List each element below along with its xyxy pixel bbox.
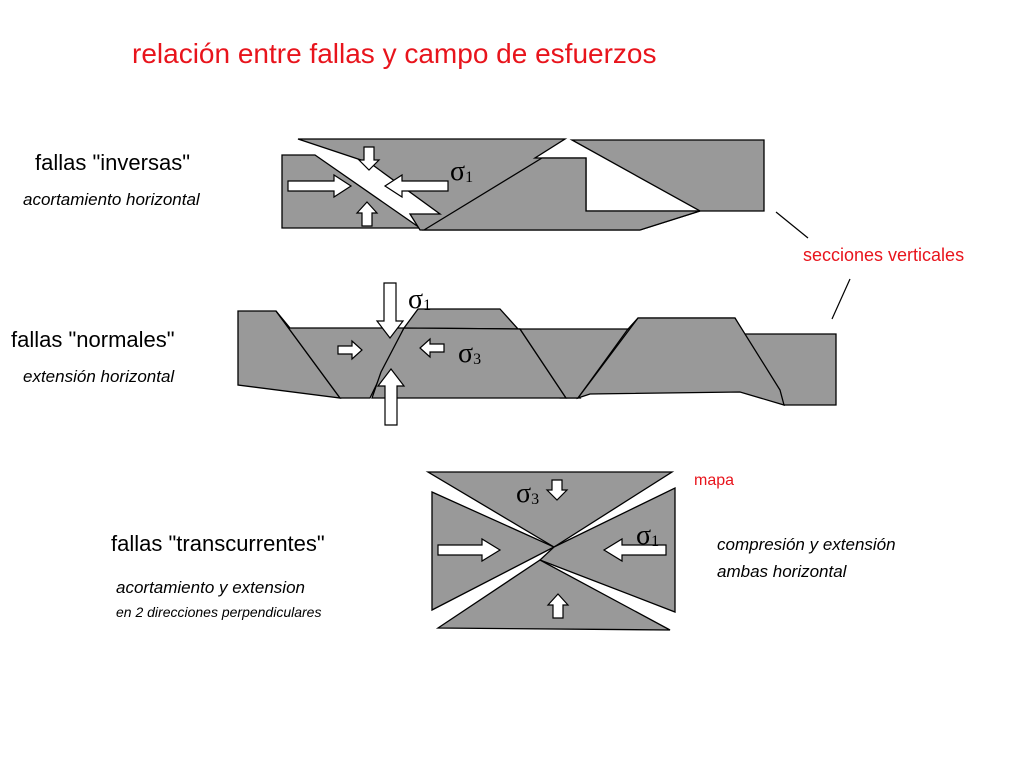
sigma-3-map-label: σ3 [516, 478, 539, 510]
sigma-symbol: σ [636, 520, 652, 551]
arrow-down-map-icon [545, 479, 569, 501]
reverse-fault-label: fallas "inversas" [35, 150, 191, 175]
sigma-index: 1 [465, 169, 474, 186]
arrow-up-map-icon [546, 593, 570, 619]
sigma-index: 3 [531, 491, 540, 508]
reverse-right-block [569, 139, 765, 212]
arrow-right-icon [287, 173, 353, 199]
map-annotation: mapa [694, 472, 735, 489]
sigma-1-label: σ1 [450, 156, 473, 188]
arrow-left-map-icon [602, 537, 667, 563]
sigma-3-normal-label: σ3 [458, 338, 481, 370]
sigma-index: 1 [423, 297, 432, 314]
sigma-symbol: σ [516, 478, 532, 509]
normal-fault-label: fallas "normales" [11, 327, 175, 352]
strike-slip-note-line1: compresión y extensión [717, 535, 896, 554]
sigma-symbol: σ [458, 338, 474, 369]
leader-line-bottom [831, 278, 851, 320]
leader-line-top [775, 211, 809, 239]
strike-slip-note-line2: ambas horizontal [717, 562, 847, 581]
sigma-symbol: σ [408, 284, 424, 315]
arrow-right-small-icon [337, 339, 363, 361]
sigma-index: 1 [651, 533, 660, 550]
arrow-down-icon [357, 146, 381, 171]
normal-fault-section [237, 308, 837, 406]
reverse-lower-right-block [421, 157, 701, 231]
arrow-down-large-icon [375, 282, 405, 339]
sigma-symbol: σ [450, 156, 466, 187]
arrow-left-small-icon [419, 337, 445, 359]
reverse-fault-section [281, 138, 765, 231]
strike-top-block [425, 471, 675, 548]
strike-slip-description-line1: acortamiento y extension [116, 578, 305, 597]
sigma-1-normal-label: σ1 [408, 284, 431, 316]
sigma-index: 3 [473, 351, 482, 368]
arrow-up-icon [355, 201, 379, 227]
arrow-right-map-icon [437, 537, 502, 563]
page-title: relación entre fallas y campo de esfuerz… [132, 38, 657, 69]
strike-slip-fault-label: fallas "transcurrentes" [111, 531, 325, 556]
arrow-up-large-icon [376, 368, 406, 426]
normal-fault-description: extensión horizontal [23, 367, 175, 386]
reverse-fault-description: acortamiento horizontal [23, 190, 200, 209]
strike-bottom-block [435, 559, 671, 631]
vertical-sections-annotation: secciones verticales [803, 245, 965, 265]
arrow-left-icon [383, 173, 449, 199]
sigma-1-map-label: σ1 [636, 520, 659, 552]
normal-right-lower [576, 317, 785, 406]
strike-slip-description-line2: en 2 direcciones perpendiculares [116, 604, 322, 620]
